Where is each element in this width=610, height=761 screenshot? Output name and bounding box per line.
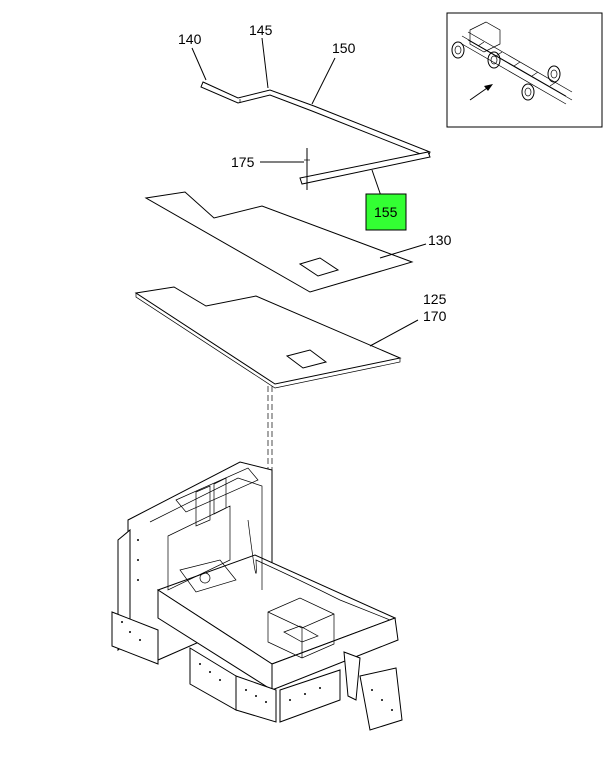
floor-mat-125-edge — [135, 293, 401, 389]
callout-125[interactable]: 125 — [423, 291, 447, 307]
highlight-box-155 — [365, 193, 407, 231]
callout-155[interactable]: 155 — [374, 204, 398, 220]
callout-140[interactable]: 140 — [178, 31, 202, 47]
floor-mat-125-cutout — [285, 349, 328, 369]
insulation-pad-130-cutout — [298, 257, 340, 277]
chassis-locator-icon — [451, 21, 573, 105]
chassis-locator-inset — [446, 12, 603, 128]
cab-floor-structure — [111, 461, 403, 731]
floor-seal-strip — [200, 81, 431, 185]
callout-170[interactable]: 170 — [423, 308, 447, 324]
callout-175[interactable]: 175 — [231, 154, 255, 170]
leader-lines — [191, 37, 427, 347]
fastener-175 — [304, 148, 310, 190]
callout-130[interactable]: 130 — [428, 232, 452, 248]
insulation-pad-130 — [144, 191, 414, 293]
callout-150[interactable]: 150 — [332, 40, 356, 56]
callout-145[interactable]: 145 — [249, 22, 273, 38]
floor-mat-125 — [134, 286, 402, 385]
